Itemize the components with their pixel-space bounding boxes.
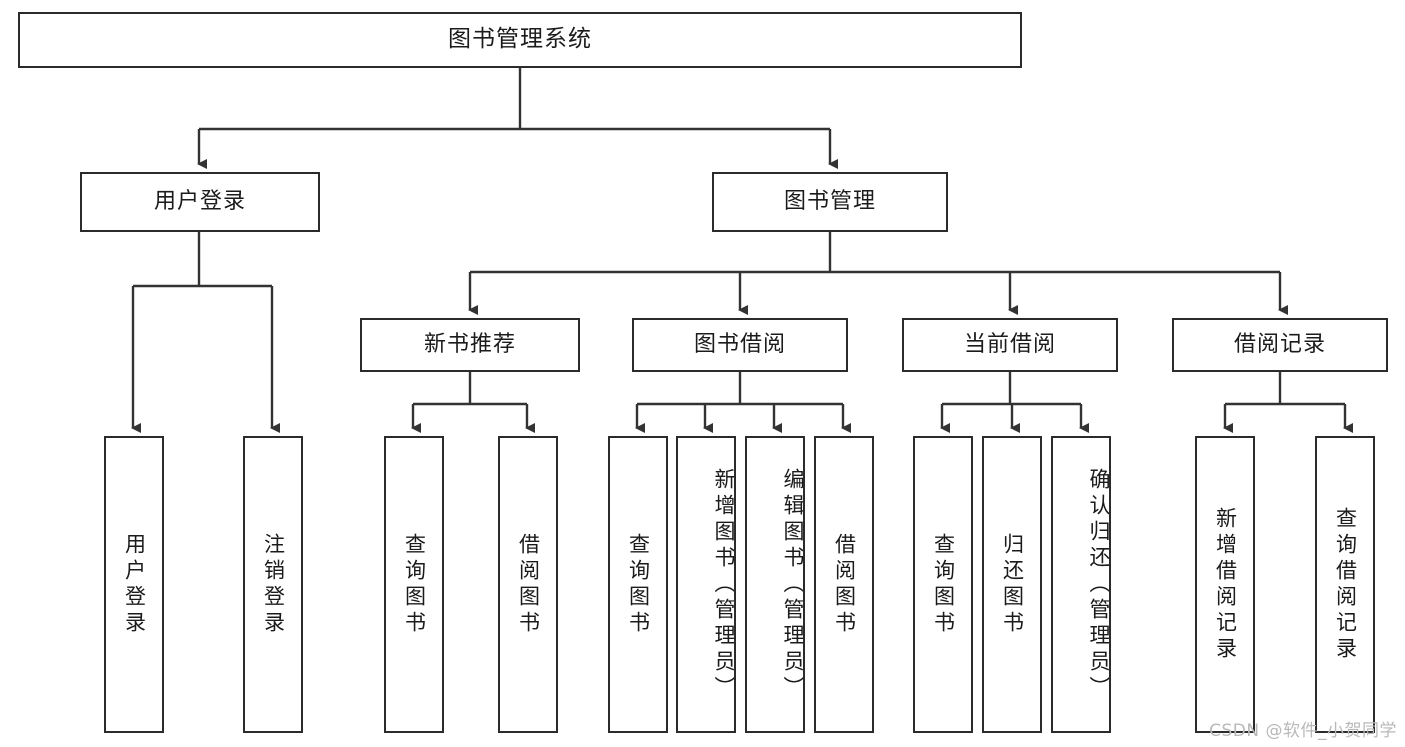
node-label: 查询图书: [402, 532, 427, 637]
node-borrow-records[interactable]: 借阅记录: [1172, 318, 1388, 372]
leaf-current-borrow-query-book[interactable]: 查询图书: [913, 436, 973, 733]
leaf-book-borrow-add-book-admin[interactable]: 新增图书（管理员）: [676, 436, 736, 733]
watermark-text: CSDN @软件_小贺同学: [1209, 721, 1397, 741]
node-user-login[interactable]: 用户登录: [80, 172, 320, 232]
node-new-book-recommend[interactable]: 新书推荐: [360, 318, 580, 372]
node-label: 借阅图书: [516, 532, 541, 637]
node-label: 新增图书（管理员）: [712, 467, 736, 702]
leaf-new-book-query-book[interactable]: 查询图书: [384, 436, 444, 733]
node-label: 查询图书: [626, 532, 651, 637]
node-label: 新书推荐: [423, 331, 516, 357]
leaf-current-borrow-confirm-return-admin[interactable]: 确认归还（管理员）: [1051, 436, 1111, 733]
node-label: 查询图书: [931, 532, 956, 637]
leaf-borrow-records-add-record[interactable]: 新增借阅记录: [1195, 436, 1255, 733]
node-label: 图书管理: [783, 188, 876, 214]
leaf-borrow-records-query-record[interactable]: 查询借阅记录: [1315, 436, 1375, 733]
node-label: 注销登录: [261, 532, 286, 637]
node-current-borrow[interactable]: 当前借阅: [902, 318, 1118, 372]
node-label: 图书管理系统: [448, 26, 592, 53]
node-label: 借阅记录: [1233, 331, 1326, 357]
node-label: 编辑图书（管理员）: [781, 467, 805, 702]
csdn-watermark: CSDN @软件_小贺同学: [1209, 716, 1397, 741]
node-book-management[interactable]: 图书管理: [712, 172, 948, 232]
leaf-book-borrow-borrow-book[interactable]: 借阅图书: [814, 436, 874, 733]
leaf-current-borrow-return-book[interactable]: 归还图书: [982, 436, 1042, 733]
leaf-user-login-logout[interactable]: 注销登录: [243, 436, 303, 733]
node-label: 新增借阅记录: [1213, 506, 1238, 663]
node-label: 确认归还（管理员）: [1087, 467, 1111, 702]
leaf-new-book-borrow-book[interactable]: 借阅图书: [498, 436, 558, 733]
node-label: 归还图书: [1000, 532, 1025, 637]
node-book-borrow[interactable]: 图书借阅: [632, 318, 848, 372]
leaf-book-borrow-edit-book-admin[interactable]: 编辑图书（管理员）: [745, 436, 805, 733]
node-label: 查询借阅记录: [1333, 506, 1358, 663]
node-label: 用户登录: [122, 532, 147, 637]
node-label: 当前借阅: [963, 331, 1056, 357]
node-root-book-management-system[interactable]: 图书管理系统: [18, 12, 1022, 68]
leaf-book-borrow-query-book[interactable]: 查询图书: [608, 436, 668, 733]
leaf-user-login-login[interactable]: 用户登录: [104, 436, 164, 733]
node-label: 借阅图书: [832, 532, 857, 637]
node-label: 图书借阅: [693, 331, 786, 357]
node-label: 用户登录: [153, 188, 246, 214]
